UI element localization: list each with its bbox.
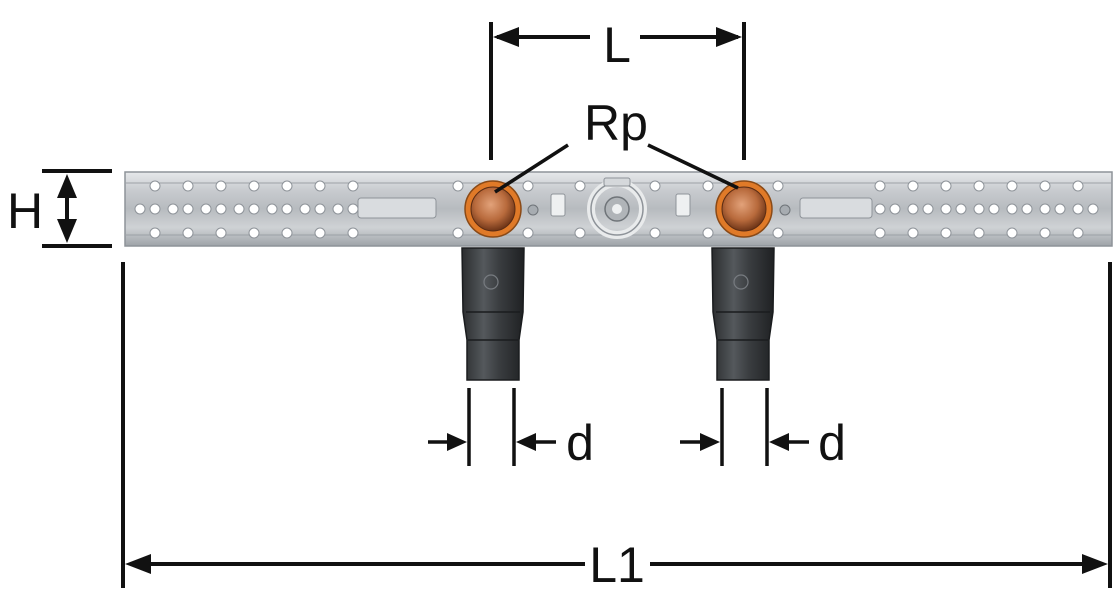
rail-hole	[248, 203, 260, 215]
rail-hole	[1039, 180, 1051, 192]
rail-hole	[907, 227, 919, 239]
rail-hole	[874, 227, 886, 239]
rail-slot-right	[799, 197, 873, 219]
rail-hole	[702, 227, 714, 239]
press-sleeve-left	[461, 247, 525, 381]
rail-hole	[1039, 227, 1051, 239]
sleeve-mark-icon	[483, 274, 499, 290]
rail-holes	[134, 180, 1099, 239]
dimension-L1	[121, 262, 1112, 588]
rail-hole	[182, 203, 194, 215]
dimension-d-right	[680, 388, 809, 466]
rail-hole	[649, 227, 661, 239]
rail-hole	[149, 180, 161, 192]
center-fixing-ring	[587, 177, 647, 239]
rail-hole	[314, 227, 326, 239]
rail-hole	[149, 203, 161, 215]
rail-hole	[988, 203, 1000, 215]
rail-hole	[248, 180, 260, 192]
dimension-label-L: L	[603, 17, 631, 73]
rp-leaders	[494, 143, 739, 194]
dimension-label-L1: L1	[589, 537, 645, 593]
dimension-label-H: H	[7, 183, 43, 239]
right-outlet	[711, 180, 775, 381]
rail-hole	[1072, 180, 1084, 192]
rail-hole	[299, 203, 311, 215]
rail-hole	[452, 180, 464, 192]
rail-hole	[574, 227, 586, 239]
rail-hole	[248, 227, 260, 239]
rail-cutout	[550, 193, 566, 217]
rail-hole	[702, 180, 714, 192]
rail-hole	[522, 227, 534, 239]
rail-hole	[149, 227, 161, 239]
rp-label: Rp	[584, 95, 648, 151]
rail-hole	[1021, 203, 1033, 215]
rail-hole	[347, 203, 359, 215]
rail-hole	[973, 227, 985, 239]
sleeve-mark-icon	[733, 274, 749, 290]
rail-hole	[1039, 203, 1051, 215]
rail-hole	[266, 203, 278, 215]
rail-hole	[940, 227, 952, 239]
rail-hole	[940, 180, 952, 192]
rail-hole	[215, 180, 227, 192]
rail-hole	[347, 227, 359, 239]
left-outlet	[461, 180, 525, 381]
rail-hole	[874, 180, 886, 192]
rail-hole	[215, 203, 227, 215]
rail-hole	[907, 180, 919, 192]
rail-hole	[874, 203, 886, 215]
rail-hole	[1006, 227, 1018, 239]
rail-cutout	[675, 193, 691, 217]
dimension-L	[489, 22, 746, 160]
rp-thread-left	[470, 186, 516, 232]
rail-hole	[772, 227, 784, 239]
rail-hole	[347, 180, 359, 192]
screw-icon	[527, 204, 539, 216]
rail-hole	[1006, 203, 1018, 215]
rail-hole	[1087, 203, 1099, 215]
rail-hole	[574, 180, 586, 192]
rail-hole	[281, 203, 293, 215]
dimension-label-d-right: d	[818, 415, 846, 471]
rail-hole	[452, 227, 464, 239]
dimension-label-d-left: d	[566, 415, 594, 471]
rail-hole	[314, 180, 326, 192]
rp-thread-right	[721, 186, 767, 232]
dimension-H	[42, 169, 112, 248]
rail-hole	[281, 180, 293, 192]
rail-hole	[889, 203, 901, 215]
rail-hole	[1054, 203, 1066, 215]
rail-hole	[167, 203, 179, 215]
rail-hole	[922, 203, 934, 215]
rail-hole	[955, 203, 967, 215]
rail-hole	[1072, 203, 1084, 215]
rail-hole	[215, 227, 227, 239]
rail-slot-left	[357, 197, 437, 219]
rail-hole	[522, 180, 534, 192]
mounting-rail	[124, 171, 1113, 247]
rail-hole	[314, 203, 326, 215]
rail-hole	[332, 203, 344, 215]
rail-hole	[907, 203, 919, 215]
dimension-d-left	[428, 388, 556, 466]
screw-icon	[779, 204, 791, 216]
rail-hole	[233, 203, 245, 215]
rail-hole	[182, 227, 194, 239]
rail-hole	[772, 180, 784, 192]
rail-hole	[281, 227, 293, 239]
rail-hole	[1006, 180, 1018, 192]
press-sleeve-right	[711, 247, 775, 381]
rail-hole	[134, 203, 146, 215]
rail-hole	[649, 180, 661, 192]
rail-hole	[200, 203, 212, 215]
rail-hole	[973, 180, 985, 192]
rail-hole	[940, 203, 952, 215]
rail-hole	[973, 203, 985, 215]
rail-hole	[182, 180, 194, 192]
rail-hole	[1072, 227, 1084, 239]
